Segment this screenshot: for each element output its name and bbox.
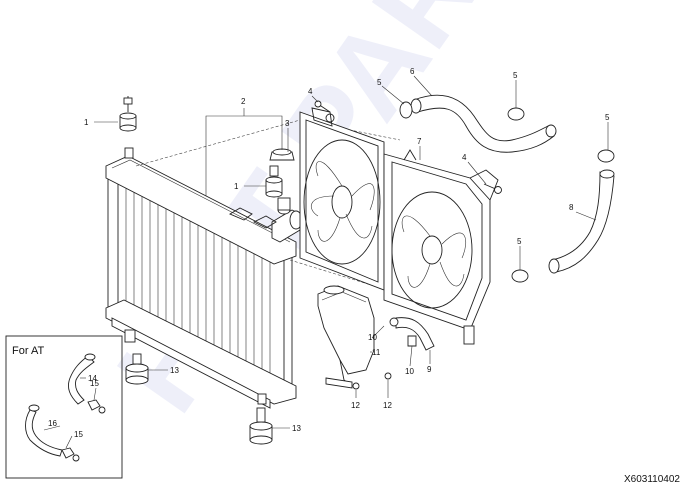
callout-14: 14 (88, 374, 97, 383)
callout-3: 3 (285, 119, 290, 128)
lower-hose (548, 169, 615, 274)
callout-15a: 15 (90, 379, 99, 388)
radiator (105, 147, 303, 409)
lower-mount-2 (249, 407, 273, 445)
for-at-inset: For AT (5, 335, 123, 479)
callout-13a: 13 (170, 366, 179, 375)
mount-cushion-upper (119, 96, 137, 132)
callout-12a: 12 (351, 401, 360, 410)
clamp-2 (507, 107, 525, 121)
callout-11: 11 (372, 348, 381, 357)
reservoir-hose (389, 317, 435, 351)
callout-5a: 5 (377, 78, 382, 87)
callout-7: 7 (417, 137, 422, 146)
reservoir-tank (317, 285, 392, 390)
callout-4b: 4 (462, 153, 467, 162)
fan-shroud-right (383, 149, 499, 345)
inset-title: For AT (12, 345, 44, 357)
mount-cushion-right (265, 165, 283, 198)
callout-5d: 5 (517, 237, 522, 246)
callout-10a: 10 (368, 333, 377, 342)
callout-12b: 12 (383, 401, 392, 410)
leader-lines (43, 75, 609, 449)
callout-16: 16 (48, 419, 57, 428)
callout-8: 8 (569, 203, 574, 212)
callout-5b: 5 (513, 71, 518, 80)
drawing-code: X603110402 (624, 474, 680, 485)
clamp-1 (399, 101, 413, 119)
callout-10b: 10 (405, 367, 414, 376)
clamp-4 (511, 269, 529, 283)
callout-15b: 15 (74, 430, 83, 439)
callouts: 1 1 2 3 4 4 5 5 5 5 6 7 8 9 10 10 11 12 … (48, 67, 610, 439)
upper-hose (410, 94, 557, 153)
callout-4a: 4 (308, 87, 313, 96)
clamp-3 (597, 149, 615, 163)
callout-2: 2 (241, 97, 246, 106)
callout-6: 6 (410, 67, 415, 76)
callout-1b: 1 (234, 182, 239, 191)
lower-mount-1 (125, 353, 149, 385)
callout-13b: 13 (292, 424, 301, 433)
callout-5c: 5 (605, 113, 610, 122)
callout-9: 9 (427, 365, 432, 374)
callout-1a: 1 (84, 118, 89, 127)
radiator-cap (269, 148, 295, 161)
